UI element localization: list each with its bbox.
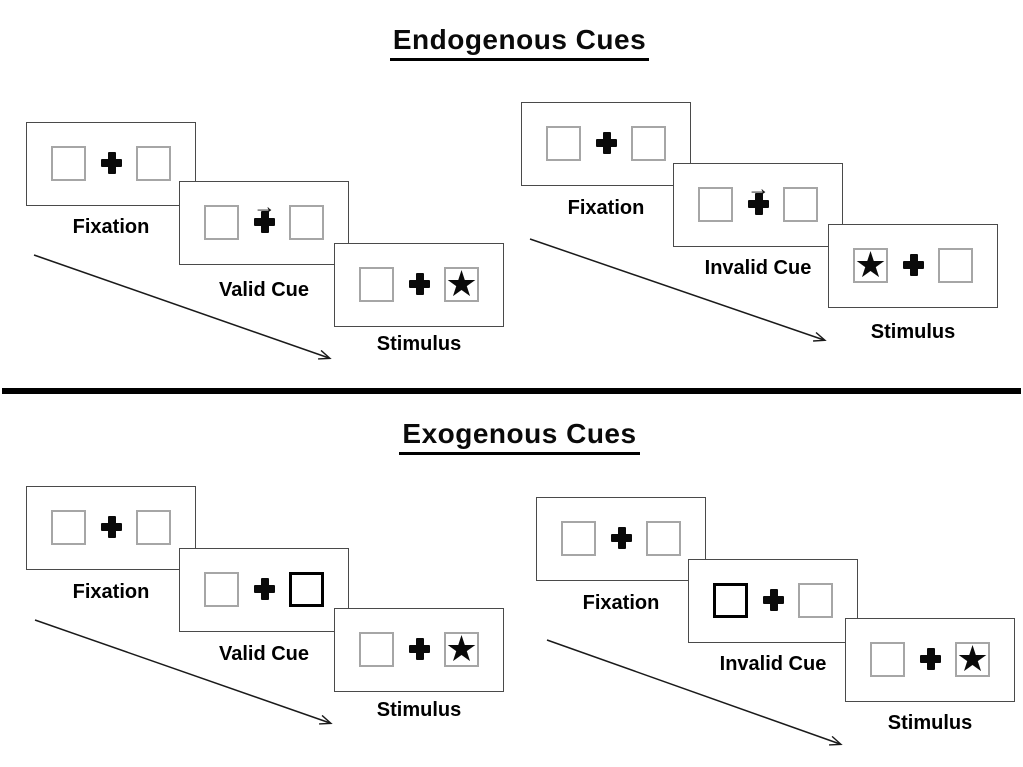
left-placeholder-box (853, 248, 888, 283)
exo-valid-fixation-panel (26, 486, 196, 570)
fixation-cross-icon (748, 193, 769, 215)
exo-valid-cue-label: Valid Cue (218, 643, 310, 665)
right-placeholder-box (289, 205, 324, 240)
exo-invalid-fixation-panel (536, 497, 706, 581)
exo-invalid-cue-label: Invalid Cue (719, 653, 827, 675)
right-arrow-cue-icon: → (253, 193, 276, 219)
fixation-cross-icon (409, 273, 430, 295)
endo-valid-cue-panel: → (179, 181, 349, 265)
endogenous-invalid-time-arrow (529, 238, 824, 340)
fixation-cross-icon (920, 648, 941, 670)
endogenous-title-text: Endogenous Cues (389, 24, 650, 61)
endo-invalid-cue-label: Invalid Cue (704, 257, 812, 279)
exo-invalid-stimulus-panel: ★ (845, 618, 1015, 702)
exo-valid-fixation-label: Fixation (72, 581, 150, 603)
endogenous-section-title: Endogenous Cues (0, 24, 1023, 61)
left-placeholder-box (561, 521, 596, 556)
exogenous-valid-time-arrow (34, 619, 330, 723)
endo-invalid-stimulus-panel: ★ (828, 224, 998, 308)
fixation-cross-icon (763, 589, 784, 611)
exo-invalid-fixation-label: Fixation (582, 592, 660, 614)
right-placeholder-box (646, 521, 681, 556)
right-placeholder-box (631, 126, 666, 161)
exo-invalid-cue-panel (688, 559, 858, 643)
fixation-cross-icon (254, 211, 275, 233)
left-placeholder-box (546, 126, 581, 161)
section-divider-line (2, 388, 1021, 394)
left-placeholder-box (359, 267, 394, 302)
endogenous-valid-time-arrow (33, 254, 329, 358)
highlighted-cue-box (289, 572, 324, 607)
exo-valid-cue-panel (179, 548, 349, 632)
star-stimulus-icon: ★ (854, 244, 887, 285)
fixation-cross-icon (611, 527, 632, 549)
right-placeholder-box (136, 146, 171, 181)
fixation-cross-icon (254, 578, 275, 600)
left-placeholder-box (51, 510, 86, 545)
endo-invalid-fixation-panel (521, 102, 691, 186)
right-placeholder-box (955, 642, 990, 677)
endo-valid-cue-label: Valid Cue (218, 279, 310, 301)
endo-invalid-fixation-label: Fixation (567, 197, 645, 219)
exo-invalid-stimulus-label: Stimulus (887, 712, 973, 734)
right-placeholder-box (798, 583, 833, 618)
star-stimulus-icon: ★ (445, 263, 478, 304)
right-arrow-cue-icon: → (747, 175, 770, 201)
endo-valid-fixation-label: Fixation (72, 216, 150, 238)
exo-valid-stimulus-label: Stimulus (376, 699, 462, 721)
right-placeholder-box (136, 510, 171, 545)
fixation-cross-icon (101, 516, 122, 538)
right-placeholder-box (444, 632, 479, 667)
right-placeholder-box (938, 248, 973, 283)
fixation-cross-icon (596, 132, 617, 154)
exogenous-title-text: Exogenous Cues (399, 418, 640, 455)
left-placeholder-box (359, 632, 394, 667)
fixation-cross-icon (101, 152, 122, 174)
right-placeholder-box (783, 187, 818, 222)
left-placeholder-box (51, 146, 86, 181)
highlighted-cue-box (713, 583, 748, 618)
fixation-cross-icon (409, 638, 430, 660)
left-placeholder-box (870, 642, 905, 677)
fixation-cross-icon (903, 254, 924, 276)
star-stimulus-icon: ★ (956, 638, 989, 679)
endo-valid-fixation-panel (26, 122, 196, 206)
left-placeholder-box (204, 572, 239, 607)
left-placeholder-box (698, 187, 733, 222)
endo-invalid-stimulus-label: Stimulus (870, 321, 956, 343)
endo-valid-stimulus-panel: ★ (334, 243, 504, 327)
exogenous-section-title: Exogenous Cues (0, 418, 1023, 455)
right-placeholder-box (444, 267, 479, 302)
star-stimulus-icon: ★ (445, 628, 478, 669)
left-placeholder-box (204, 205, 239, 240)
endo-valid-stimulus-label: Stimulus (376, 333, 462, 355)
endo-invalid-cue-panel: → (673, 163, 843, 247)
exo-valid-stimulus-panel: ★ (334, 608, 504, 692)
